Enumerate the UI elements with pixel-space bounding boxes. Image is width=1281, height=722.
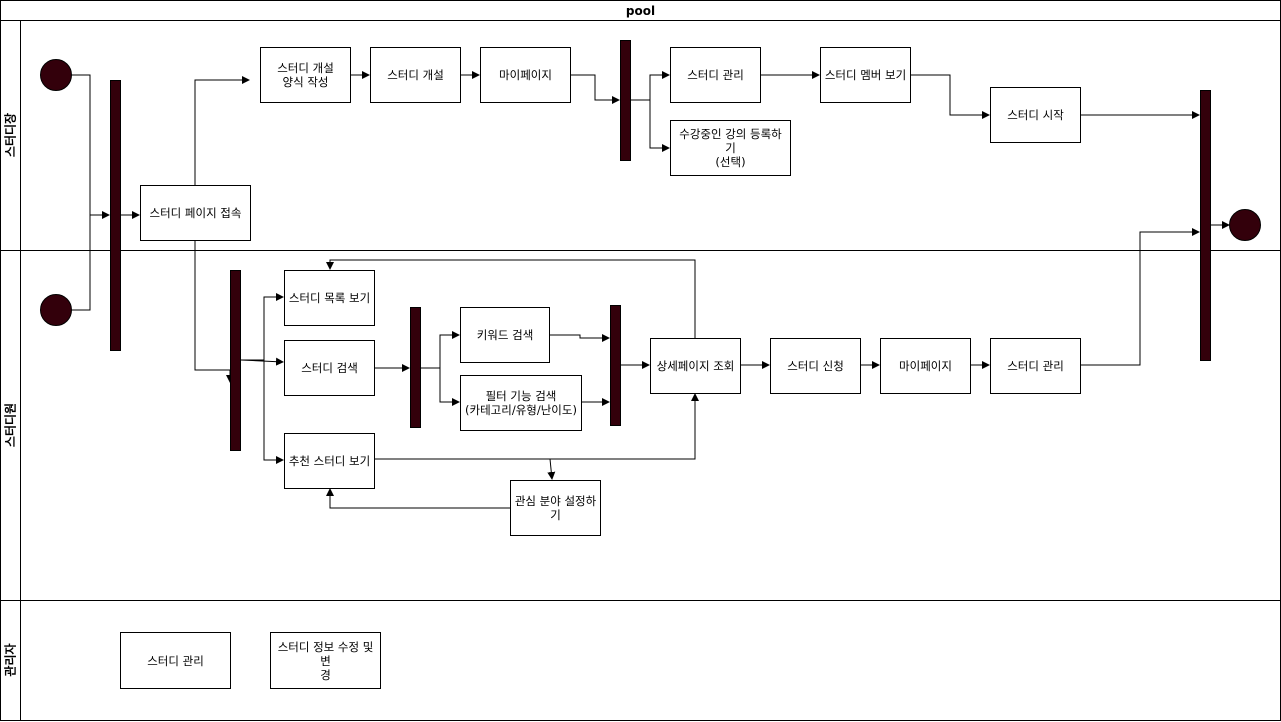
edge-bar-keyword [421, 331, 460, 369]
activity-study-search: 스터디 검색 [284, 340, 375, 396]
pool-title: pool [625, 4, 656, 18]
fork-bar-leader [620, 40, 631, 161]
edge-mypage-bar [570, 74, 620, 104]
edge-access-createform [194, 76, 250, 185]
edge-keyword-bar2 [549, 334, 610, 342]
activity-mypage-leader: 마이페이지 [480, 47, 571, 103]
edge-bar-register [649, 100, 670, 152]
activity-admin-study-manage: 스터디 관리 [120, 632, 231, 689]
activity-filter-search: 필터 기능 검색 (카테고리/유형/난이도) [460, 375, 582, 431]
edge-interest-recommend [326, 488, 510, 509]
edge-members-start [910, 74, 990, 119]
activity-interest-setting: 관심 분야 설정하 기 [510, 480, 601, 536]
activity-study-apply: 스터디 신청 [770, 338, 861, 394]
start-node-member [40, 294, 72, 326]
start-node-leader [40, 59, 72, 91]
lane-label-admin: 관리자 [3, 643, 18, 677]
end-node [1229, 209, 1261, 241]
fork-bar-main [110, 80, 121, 351]
lane-label-leader: 스터디장 [3, 112, 18, 158]
join-bar-search [610, 305, 621, 426]
edge-bar-recommend [263, 360, 284, 464]
activity-study-list: 스터디 목록 보기 [284, 270, 375, 326]
edge-bar-filter [439, 368, 460, 406]
activity-view-members: 스터디 멤버 보기 [820, 47, 911, 103]
edge-start1-fork [71, 74, 110, 219]
edge-access-memberbar [194, 240, 234, 383]
activity-keyword-search: 키워드 검색 [460, 307, 550, 363]
activity-study-start: 스터디 시작 [990, 87, 1081, 143]
activity-study-manage-member: 스터디 관리 [990, 338, 1081, 394]
edge-recommend-detail [374, 393, 699, 460]
activity-study-page-access: 스터디 페이지 접속 [140, 185, 251, 241]
fork-bar-search [410, 307, 421, 428]
edge-manage-joinbar [1080, 228, 1200, 366]
activity-recommended: 추천 스터디 보기 [284, 433, 375, 489]
activity-detail-view: 상세페이지 조회 [650, 338, 741, 394]
edge-start2-fork [71, 215, 91, 311]
edge-detail-list [326, 259, 696, 338]
activity-study-manage-leader: 스터디 관리 [670, 47, 761, 103]
fork-bar-member [230, 270, 241, 451]
edge-bar-manage [631, 71, 670, 101]
activity-mypage-member: 마이페이지 [880, 338, 971, 394]
activity-study-create-form: 스터디 개설 양식 작성 [260, 47, 351, 103]
activity-register-course: 수강중인 강의 등록하기 (선택) [670, 120, 791, 176]
activity-admin-edit: 스터디 정보 수정 및 변 경 [270, 632, 381, 689]
connectors [71, 71, 1230, 509]
activity-study-create: 스터디 개설 [370, 47, 461, 103]
join-bar-final [1200, 90, 1211, 361]
lane-label-member: 스터디원 [3, 402, 18, 448]
edge-bar-list [241, 293, 284, 361]
edge-recommend-interest [547, 458, 556, 480]
edge-bar-search [240, 357, 284, 366]
